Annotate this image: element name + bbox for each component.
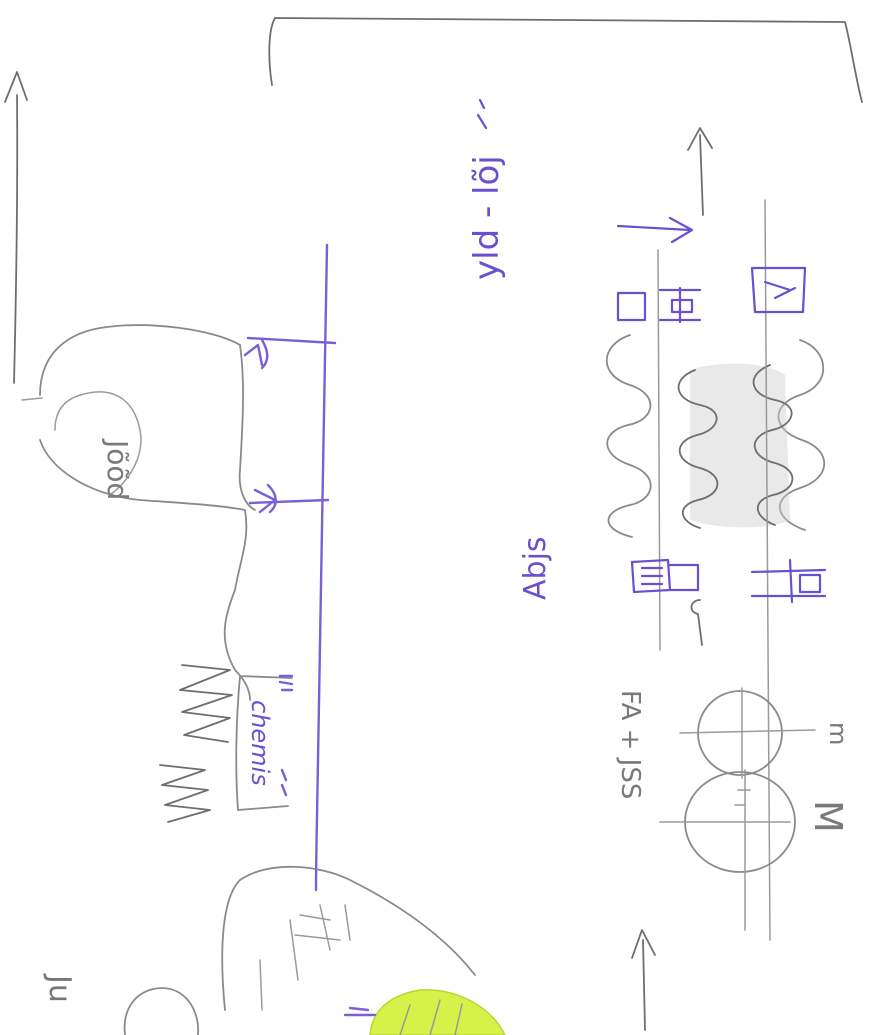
stray-marks bbox=[476, 98, 488, 130]
force-label: Abjs bbox=[518, 536, 553, 600]
m-small-label: m bbox=[824, 722, 852, 745]
small-circle-partial bbox=[123, 987, 199, 1035]
large-gear bbox=[659, 769, 796, 931]
chemis-top-mark bbox=[278, 674, 294, 692]
fitting-top-left bbox=[616, 286, 702, 324]
baseline-purple bbox=[314, 243, 329, 892]
lower-shape-curve bbox=[39, 439, 251, 701]
lower-marker bbox=[248, 483, 330, 514]
upper-bump-curve bbox=[39, 324, 256, 511]
fitting-top-right bbox=[750, 266, 807, 314]
upper-marker bbox=[243, 336, 337, 370]
purple-pointer-arrow bbox=[616, 216, 694, 244]
yield-label: yld - lõj bbox=[467, 155, 507, 280]
m-large-label: M bbox=[806, 800, 850, 833]
fitting-bottom-right bbox=[750, 558, 827, 604]
gap-label: Jõõd bbox=[101, 438, 134, 500]
corner-label: Ju bbox=[42, 973, 77, 1003]
left-axis-arrow bbox=[4, 71, 28, 384]
chemis-box bbox=[235, 675, 293, 811]
right-vertical-arrow-top bbox=[687, 127, 713, 216]
bellows-left-wave bbox=[605, 334, 652, 538]
hook-mark bbox=[690, 599, 703, 646]
shaded-core bbox=[677, 363, 794, 529]
chemis-label: chemis bbox=[246, 700, 274, 786]
fitting-bottom-left bbox=[630, 558, 700, 594]
top-bracket bbox=[268, 17, 863, 103]
bellows-right-wave bbox=[777, 339, 826, 531]
small-gear bbox=[679, 687, 816, 779]
right-vertical-arrow-bottom bbox=[631, 929, 656, 1031]
zigzag-upper bbox=[179, 664, 233, 743]
highlight-blob bbox=[369, 989, 506, 1035]
cylinder-outline bbox=[221, 865, 476, 1011]
cylinder-inner-lines bbox=[259, 904, 351, 1011]
right-guide-line bbox=[764, 199, 771, 941]
zigzag-lower bbox=[159, 764, 211, 823]
chemis-bottom-mark bbox=[280, 768, 288, 797]
fa-label: FA + JSS bbox=[615, 690, 645, 799]
upper-bump-inner-curve bbox=[54, 391, 142, 496]
